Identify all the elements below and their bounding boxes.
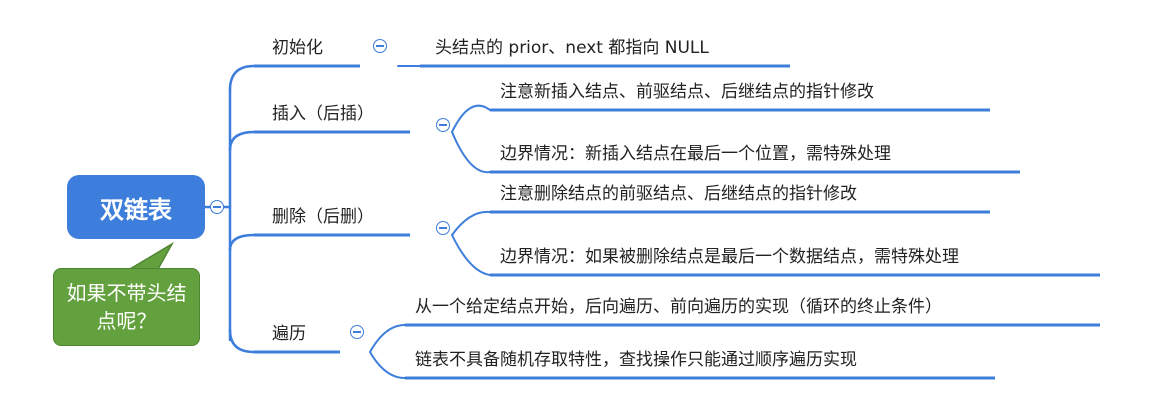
link-child-delete-1 — [451, 210, 491, 236]
child-delete-2[interactable]: 边界情况：如果被删除结点是最后一个数据结点，需特殊处理 — [500, 247, 959, 267]
link-child-delete-2 — [451, 234, 491, 276]
link-branch-init — [228, 64, 256, 92]
link-child-traverse-1 — [369, 324, 406, 353]
branch-init[interactable]: 初始化 — [272, 38, 323, 58]
branch-insert[interactable]: 插入（后插） — [272, 104, 374, 124]
callout-note[interactable]: 如果不带头结点呢？ — [53, 268, 200, 346]
link-child-insert-2 — [451, 131, 491, 174]
callout-text: 如果不带头结点呢？ — [66, 281, 187, 333]
collapse-circle-icon[interactable] — [350, 325, 364, 339]
link-child-insert-1 — [451, 104, 491, 133]
root-label: 双链表 — [100, 195, 172, 224]
child-insert-1[interactable]: 注意新插入结点、前驱结点、后继结点的指针修改 — [500, 82, 874, 102]
child-traverse-1[interactable]: 从一个给定结点开始，后向遍历、前向遍历的实现（循环的终止条件） — [415, 297, 942, 317]
root-node[interactable]: 双链表 — [67, 175, 205, 239]
collapse-circle-icon[interactable] — [436, 221, 450, 235]
collapse-circle-icon[interactable] — [373, 39, 387, 53]
child-delete-1[interactable]: 注意删除结点的前驱结点、后继结点的指针修改 — [500, 184, 857, 204]
link-branch-traverse — [228, 328, 256, 354]
link-child-traverse-2 — [369, 351, 406, 379]
link-branch-insert — [228, 130, 256, 152]
link-branch-delete — [228, 233, 256, 252]
branch-delete[interactable]: 删除（后删） — [272, 207, 374, 227]
child-traverse-2[interactable]: 链表不具备随机存取特性，查找操作只能通过顺序遍历实现 — [415, 350, 857, 370]
collapse-circle-icon[interactable] — [210, 200, 224, 214]
collapse-circle-icon[interactable] — [436, 118, 450, 132]
branch-traverse[interactable]: 遍历 — [272, 324, 306, 344]
child-init-1[interactable]: 头结点的 prior、next 都指向 NULL — [435, 38, 709, 58]
child-insert-2[interactable]: 边界情况：新插入结点在最后一个位置，需特殊处理 — [500, 144, 891, 164]
